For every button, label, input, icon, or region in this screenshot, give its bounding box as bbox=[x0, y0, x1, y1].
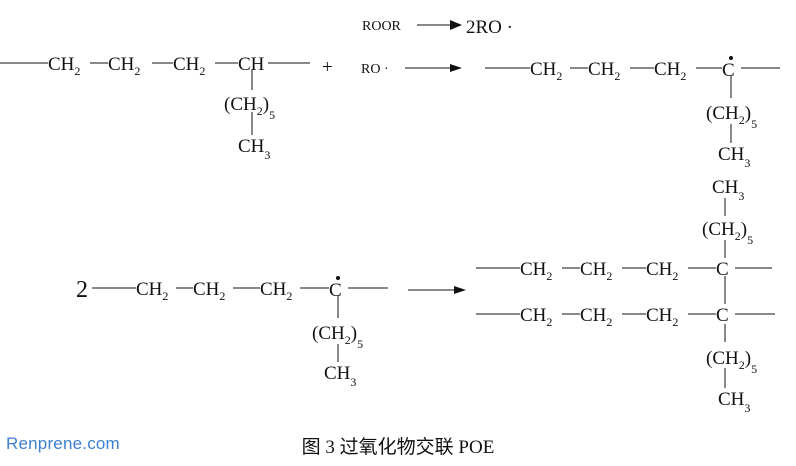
ch2-group: CH2 bbox=[260, 279, 292, 303]
stoichiometric-coefficient: 2 bbox=[76, 277, 88, 303]
ch3-group: CH3 bbox=[238, 136, 270, 162]
ch-group: CH bbox=[238, 54, 265, 75]
ch2-group: CH2 bbox=[646, 305, 678, 329]
side-chain-group: (CH2)5 bbox=[706, 103, 757, 131]
ch2-group: CH2 bbox=[580, 259, 612, 283]
ch2-group: CH2 bbox=[646, 259, 678, 283]
ch2-group: CH2 bbox=[588, 59, 620, 83]
ch2-group: CH2 bbox=[520, 259, 552, 283]
ch2-group: CH2 bbox=[108, 54, 140, 78]
side-chain-group: (CH2)5 bbox=[312, 323, 363, 351]
radical-carbon: C bbox=[722, 60, 735, 81]
radical-dot bbox=[336, 276, 340, 280]
watermark-text: Renprene.com bbox=[6, 434, 120, 453]
crosslink-carbon: C bbox=[716, 259, 729, 280]
ch2-group: CH2 bbox=[193, 279, 225, 303]
ch3-group: CH3 bbox=[718, 144, 750, 170]
plus-sign: + bbox=[322, 57, 333, 78]
side-chain-group: (CH2)5 bbox=[224, 94, 275, 122]
ch2-group: CH2 bbox=[48, 54, 80, 78]
ch2-group: CH2 bbox=[520, 305, 552, 329]
side-chain-group: (CH2)5 bbox=[706, 348, 757, 376]
figure-caption: 图 3 过氧化物交联 POE bbox=[301, 437, 495, 458]
ch2-group: CH2 bbox=[136, 279, 168, 303]
ch2-group: CH2 bbox=[580, 305, 612, 329]
radical-dot bbox=[729, 56, 733, 60]
ch2-group: CH2 bbox=[173, 54, 205, 78]
arrow-heads bbox=[450, 20, 466, 294]
initiator-text: ROOR bbox=[362, 19, 402, 34]
ch2-group: CH2 bbox=[530, 59, 562, 83]
radical-text: RO · bbox=[361, 62, 389, 77]
ch3-group: CH3 bbox=[712, 177, 744, 203]
arrow-head bbox=[454, 286, 466, 294]
radical-carbon: C bbox=[329, 280, 342, 301]
ch2-group: CH2 bbox=[654, 59, 686, 83]
side-chain-group: (CH2)5 bbox=[702, 219, 753, 247]
crosslink-carbon: C bbox=[716, 305, 729, 326]
initiator-product-text: 2RO · bbox=[466, 17, 513, 38]
arrow-head bbox=[450, 20, 462, 30]
bond-lines bbox=[0, 24, 780, 388]
ch3-group: CH3 bbox=[718, 389, 750, 415]
ch3-group: CH3 bbox=[324, 363, 356, 389]
arrow-head bbox=[450, 64, 462, 72]
